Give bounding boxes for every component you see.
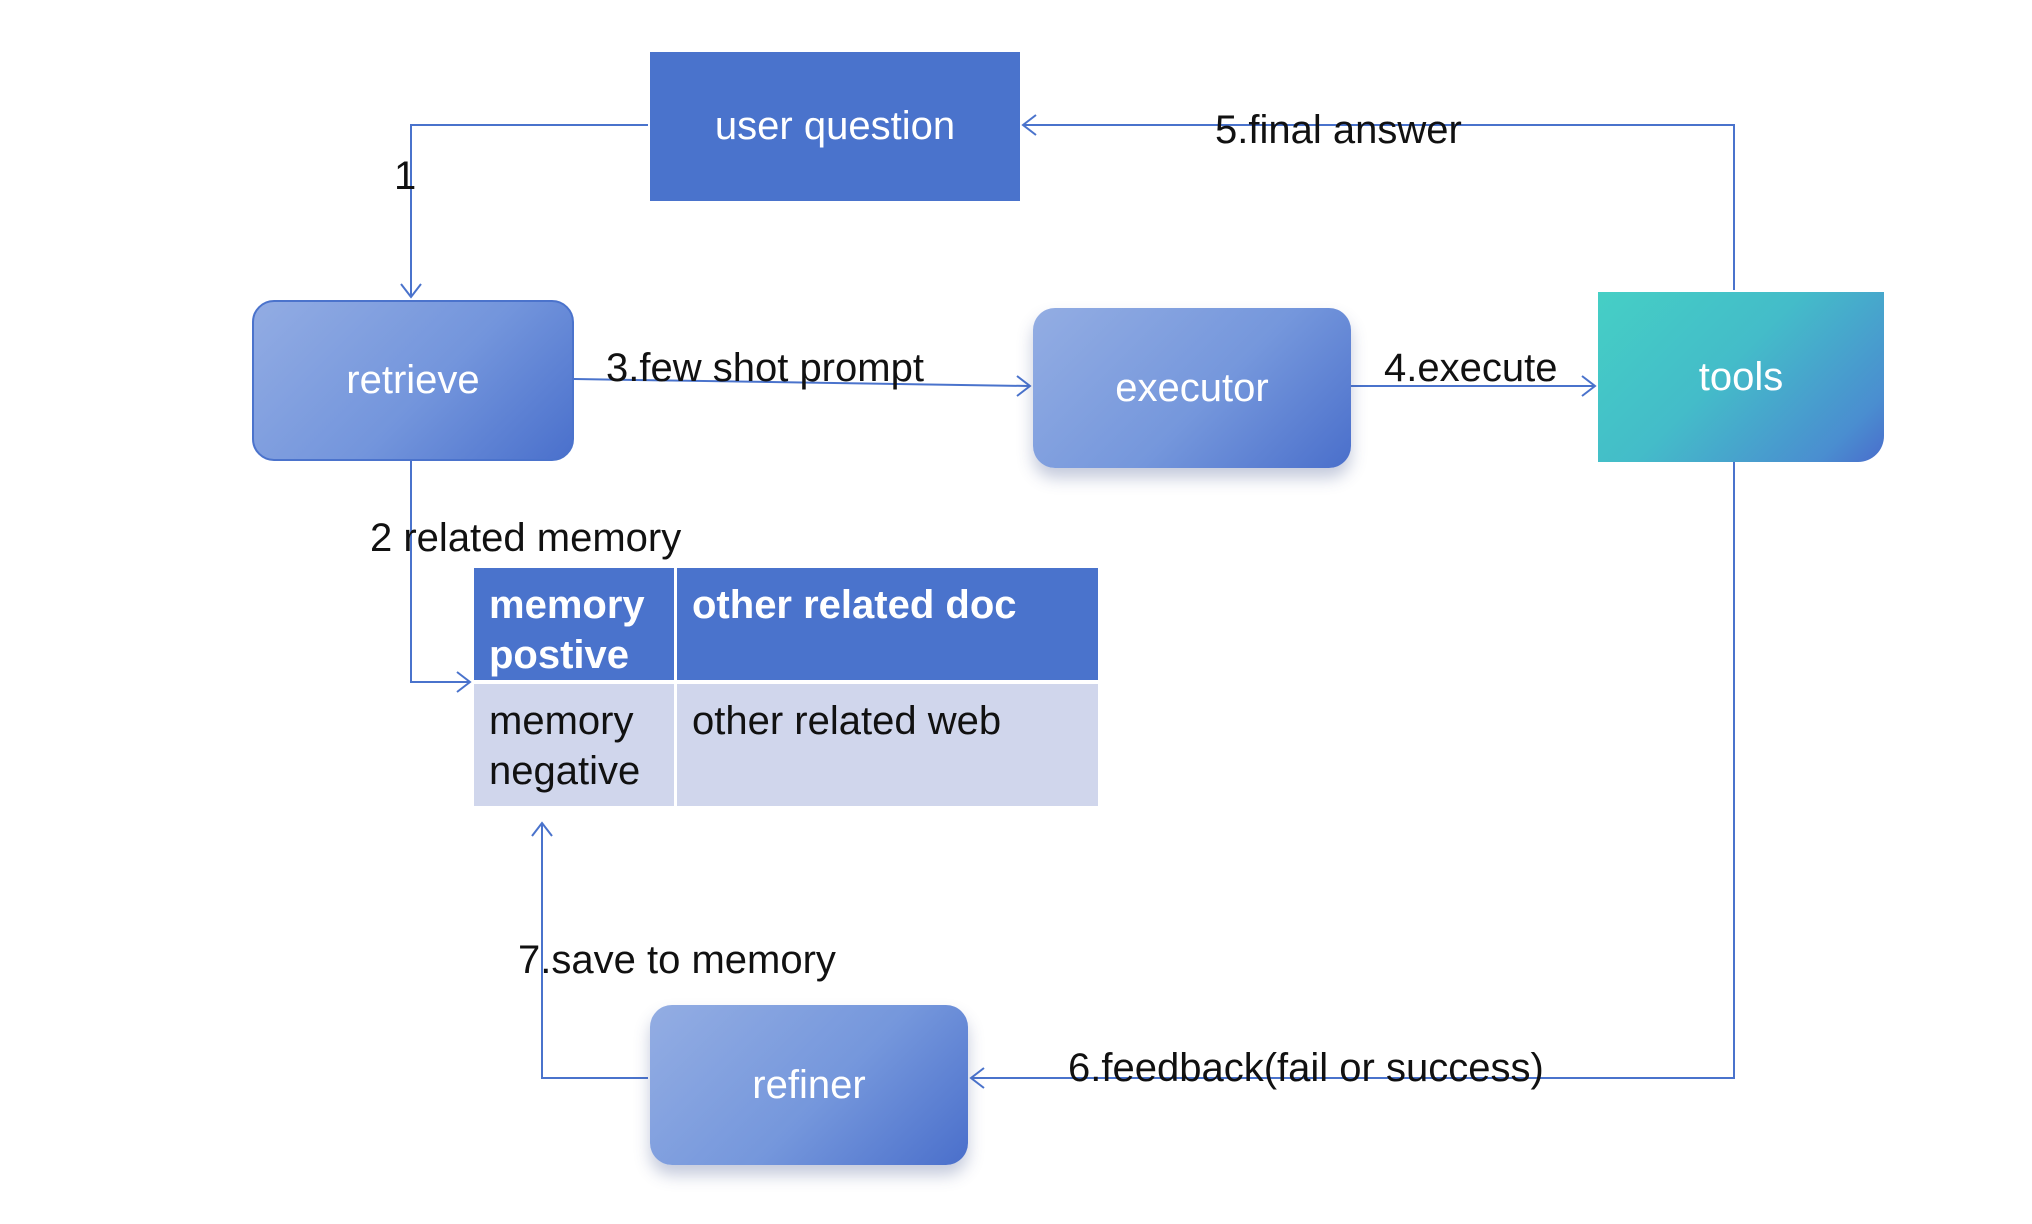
executor-node: executor [1033, 308, 1351, 468]
refiner-label: refiner [752, 1062, 866, 1107]
other-related-web-cell: other related web [677, 684, 1098, 806]
memory-positive-line1: memory [489, 583, 645, 627]
tools-label: tools [1698, 354, 1784, 399]
user-question-label: user question [714, 104, 956, 148]
edge-label-step2: 2 related memory [370, 516, 682, 560]
edge-retrieve-to-executor [573, 378, 1030, 387]
refiner-node: refiner [650, 1005, 968, 1165]
executor-label: executor [1115, 365, 1269, 410]
memory-negative-line1: memory [489, 699, 634, 743]
edge-refiner-to-memory [541, 824, 648, 1079]
memory-negative-line2: negative [489, 749, 641, 793]
arrowhead-executor [1016, 375, 1032, 397]
other-related-doc-cell: other related doc [677, 568, 1098, 684]
other-related-web-label: other related web [692, 699, 1002, 743]
other-related-doc-label: other related doc [692, 583, 1017, 627]
user-question-node: user question [650, 52, 1020, 201]
edge-retrieve-to-memory [410, 461, 469, 683]
arrowhead-memory-save [531, 821, 553, 837]
arrowhead-question [1021, 114, 1037, 136]
arrowhead-tools [1581, 375, 1597, 397]
edge-label-step4: 4.execute [1384, 346, 1558, 390]
memory-positive-line2: postive [489, 633, 630, 677]
edge-question-to-retrieve [410, 124, 648, 296]
edge-label-step7: 7.save to memory [518, 938, 836, 982]
arrowhead-retrieve [400, 283, 422, 299]
edge-label-step1: 1 [394, 154, 417, 198]
memory-table: memory postive other related doc memory … [474, 568, 1098, 806]
memory-negative-cell: memory negative [474, 684, 677, 806]
arrowhead-refiner [969, 1067, 985, 1089]
edge-label-step6: 6.feedback(fail or success) [1068, 1046, 1544, 1090]
retrieve-label: retrieve [346, 358, 480, 402]
edge-tools-to-question [1024, 124, 1735, 290]
memory-positive-cell: memory postive [474, 568, 677, 684]
edge-label-step3: 3.few shot prompt [606, 346, 924, 390]
tools-node: tools [1598, 292, 1884, 462]
edge-tools-to-refiner [972, 462, 1735, 1079]
retrieve-node: retrieve [252, 300, 574, 461]
arrowhead-memory-table [456, 671, 472, 693]
edge-label-step5: 5.final answer [1215, 108, 1462, 152]
